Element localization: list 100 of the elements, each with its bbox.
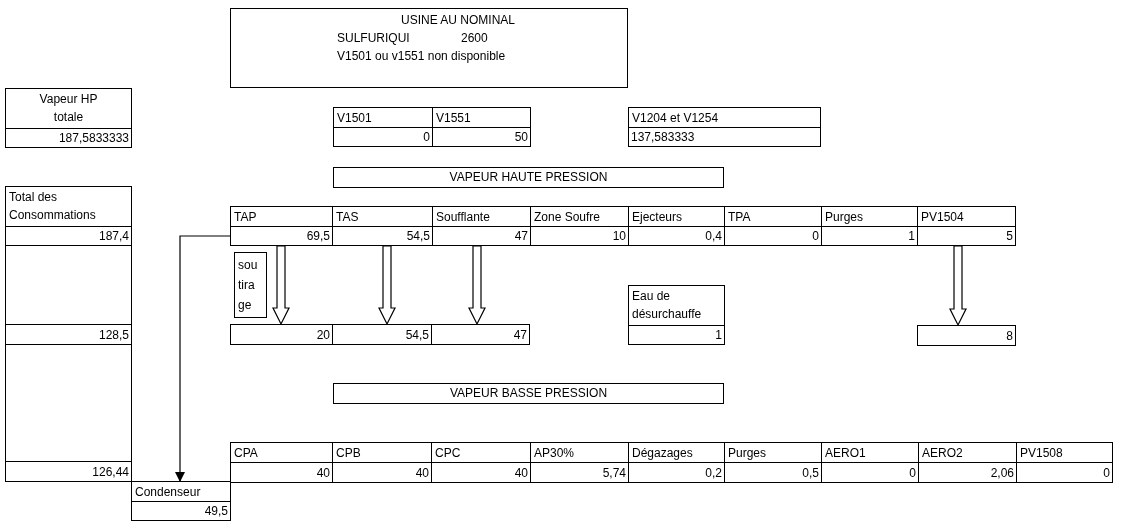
cell-header: TAS xyxy=(333,207,432,227)
data-cell xyxy=(230,442,333,483)
cell-value: 8 xyxy=(1005,328,1014,345)
note-text: soutirage xyxy=(237,257,259,314)
cell-header: Condenseur xyxy=(132,482,230,502)
cell-header: AERO1 xyxy=(822,443,918,463)
heading-line: V1501 ou v1551 non disponible xyxy=(336,48,506,65)
cell-header: Vapeur HP totale xyxy=(6,89,131,129)
section-band xyxy=(333,383,724,404)
cell-header: Ejecteurs xyxy=(629,207,724,227)
cell-value: 54,5 xyxy=(404,327,430,344)
empty-cell xyxy=(5,344,132,462)
cell-header: AP30% xyxy=(531,443,628,463)
cell-header: V1204 et V1254 xyxy=(629,108,820,128)
cell-header: TAP xyxy=(231,207,332,227)
data-cell xyxy=(332,324,432,345)
data-cell xyxy=(628,442,725,483)
cell-header: CPA xyxy=(231,443,332,463)
data-cell xyxy=(432,206,531,246)
data-cell xyxy=(5,461,132,482)
data-cell xyxy=(918,442,1017,483)
block-arrow xyxy=(378,245,396,326)
data-cell xyxy=(917,206,1016,246)
heading-line: USINE AU NOMINAL xyxy=(400,12,516,29)
data-cell xyxy=(628,206,725,246)
note-box xyxy=(234,252,267,318)
cell-header: V1501 xyxy=(334,108,432,128)
cell-header: Purges xyxy=(822,207,917,227)
cell-header: V1551 xyxy=(433,108,530,128)
data-cell xyxy=(431,324,530,345)
cell-value: 47 xyxy=(513,228,529,245)
data-cell xyxy=(431,442,531,483)
cell-value: 0 xyxy=(811,228,820,245)
data-cell xyxy=(131,481,231,521)
data-cell xyxy=(917,325,1016,346)
cell-value: 137,583333 xyxy=(630,129,696,146)
cell-value: 0,5 xyxy=(801,465,820,482)
cell-value: 40 xyxy=(315,465,331,482)
cell-value: 187,5833333 xyxy=(57,130,130,147)
cell-value: 0,2 xyxy=(704,465,723,482)
data-cell xyxy=(628,285,725,345)
cell-value: 0 xyxy=(422,129,431,146)
arrow xyxy=(175,235,231,482)
cell-value: 69,5 xyxy=(305,228,331,245)
cell-value: 40 xyxy=(513,465,529,482)
cell-header: PV1508 xyxy=(1017,443,1112,463)
cell-value: 54,5 xyxy=(405,228,431,245)
data-cell xyxy=(821,442,919,483)
cell-header: CPC xyxy=(432,443,530,463)
block-arrow xyxy=(272,245,290,326)
cell-header: PV1504 xyxy=(918,207,1015,227)
cell-value: 0,4 xyxy=(704,228,723,245)
cell-header: Total des Consommations xyxy=(6,187,131,227)
data-cell xyxy=(530,442,629,483)
data-cell xyxy=(332,442,432,483)
data-cell xyxy=(333,107,433,147)
data-cell xyxy=(230,324,333,345)
section-title: VAPEUR BASSE PRESSION xyxy=(449,385,608,402)
data-cell xyxy=(5,88,132,148)
cell-value: 5,74 xyxy=(601,465,627,482)
heading-box xyxy=(230,8,628,88)
data-cell xyxy=(821,206,918,246)
block-arrow xyxy=(949,245,967,327)
cell-header: Purges xyxy=(725,443,821,463)
cell-value: 50 xyxy=(513,129,529,146)
cell-value: 10 xyxy=(611,228,627,245)
cell-value: 0 xyxy=(1102,465,1111,482)
cell-value: 49,5 xyxy=(203,503,229,520)
cell-header: TPA xyxy=(725,207,821,227)
cell-header: AERO2 xyxy=(919,443,1016,463)
data-cell xyxy=(5,324,132,345)
data-cell xyxy=(230,206,333,246)
section-band xyxy=(333,167,724,188)
cell-value: 128,5 xyxy=(97,327,130,344)
section-title: VAPEUR HAUTE PRESSION xyxy=(449,169,608,186)
cell-value: 20 xyxy=(315,327,331,344)
data-cell xyxy=(432,107,531,147)
cell-value: 1 xyxy=(907,228,916,245)
data-cell xyxy=(5,186,132,246)
cell-header: Soufflante xyxy=(433,207,530,227)
data-cell xyxy=(1016,442,1113,483)
block-arrow xyxy=(468,245,486,326)
data-cell xyxy=(724,206,822,246)
cell-header: Eau de désurchauffe xyxy=(629,286,724,326)
cell-header: CPB xyxy=(333,443,431,463)
data-cell xyxy=(530,206,629,246)
data-cell xyxy=(724,442,822,483)
cell-value: 5 xyxy=(1005,228,1014,245)
cell-value: 47 xyxy=(512,327,528,344)
cell-header: Dégazages xyxy=(629,443,724,463)
cell-value: 0 xyxy=(908,465,917,482)
data-cell xyxy=(332,206,433,246)
cell-value: 40 xyxy=(414,465,430,482)
cell-value: 2,06 xyxy=(989,465,1015,482)
empty-cell xyxy=(5,245,132,325)
cell-value: 187,4 xyxy=(97,228,130,245)
cell-value: 1 xyxy=(714,327,723,344)
cell-value: 126,44 xyxy=(91,464,130,481)
heading-line: SULFURIQUI 2600 xyxy=(336,30,488,47)
cell-header: Zone Soufre xyxy=(531,207,628,227)
